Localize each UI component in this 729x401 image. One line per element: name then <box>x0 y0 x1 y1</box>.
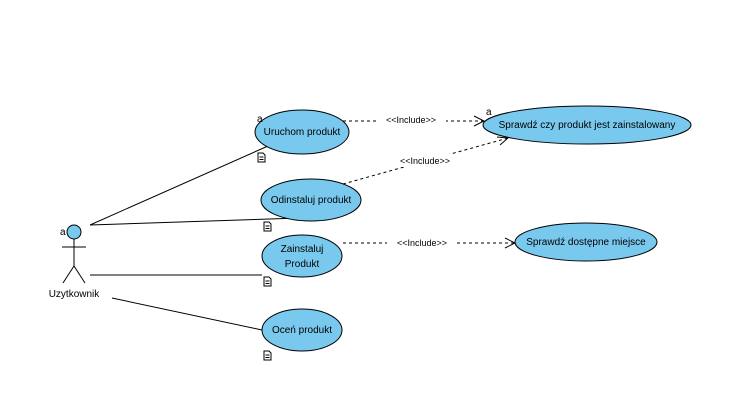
actor-marker: a <box>60 227 66 238</box>
include-label: <<Include>> <box>400 156 450 166</box>
document-icon <box>263 350 272 361</box>
include-run-check: <<Include>> <box>343 113 486 127</box>
actor-uzytkownik[interactable]: a Uzytkownik <box>49 224 101 300</box>
use-case-ocen-produkt[interactable]: Oceń produkt <box>261 308 343 361</box>
include-install-space: <<Include>> <box>343 236 517 249</box>
include-label: <<Include>> <box>397 238 447 248</box>
include-relationships: <<Include>> <<Include>> <<Include>> <box>342 113 517 249</box>
document-icon <box>263 221 272 232</box>
document-icon <box>263 276 272 287</box>
use-case-label: Odinstaluj produkt <box>271 195 352 206</box>
association-uninstall <box>89 217 301 226</box>
use-case-label: Sprawdź dostępne miejsce <box>526 237 646 248</box>
association-run <box>89 145 269 226</box>
use-case-sprawdz-dostepne-miejsce[interactable]: Sprawdź dostępne miejsce <box>514 222 658 262</box>
use-case-label: Uruchom produkt <box>264 127 341 138</box>
use-case-label: Sprawdź czy produkt jest zainstalowany <box>499 120 676 131</box>
use-case-uruchom-produkt[interactable]: Uruchom produkt a <box>254 109 350 163</box>
actor-name: Uzytkownik <box>49 289 101 300</box>
associations <box>89 145 301 331</box>
include-label: <<Include>> <box>386 115 436 125</box>
use-case-label-line2: Produkt <box>285 259 320 270</box>
use-case-label: Oceń produkt <box>272 325 332 336</box>
use-case-label-line1: Zainstaluj <box>281 244 324 255</box>
use-case-marker: a <box>486 107 492 118</box>
stick-figure-icon <box>62 224 86 284</box>
use-case-zainstaluj-produkt[interactable]: Zainstaluj Produkt <box>261 234 343 287</box>
include-uninstall-check: <<Include>> <box>342 136 510 185</box>
use-case-odinstaluj-produkt[interactable]: Odinstaluj produkt <box>260 178 362 232</box>
document-icon <box>257 152 266 163</box>
use-case-marker: a <box>257 114 263 125</box>
association-rate <box>111 297 263 331</box>
use-case-sprawdz-czy-zainstalowany[interactable]: Sprawdź czy produkt jest zainstalowany a <box>482 105 692 145</box>
